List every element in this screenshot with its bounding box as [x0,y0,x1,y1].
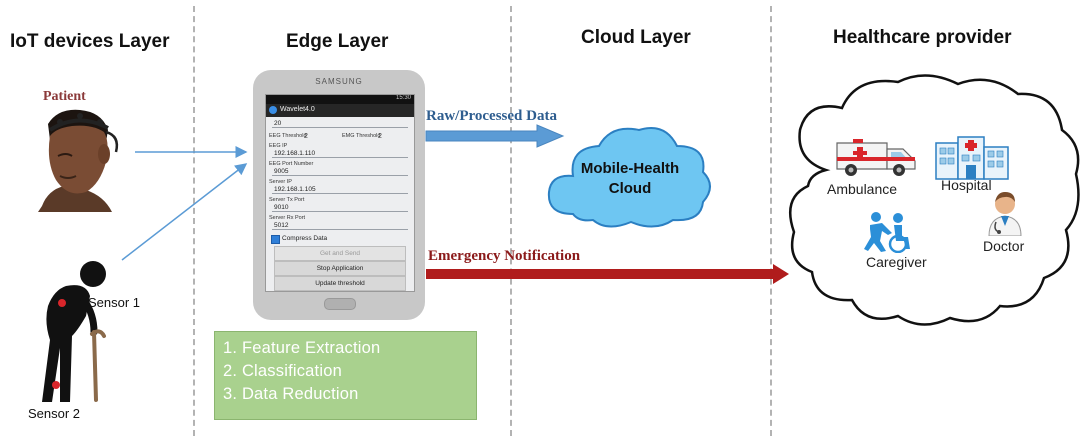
mobile-health-cloud-icon [547,127,711,228]
caregiver-label: Caregiver [866,254,927,270]
get-and-send-button[interactable]: Get and Send [274,246,406,261]
healthcare-cloud-outline [789,74,1080,326]
hospital-label: Hospital [941,177,992,193]
step-data-reduction: 3. Data Reduction [223,385,359,403]
app-icon [269,106,277,114]
app-title: Wavelet4.0 [280,106,315,113]
sensor-2-dot [52,381,60,389]
phone-home-button[interactable] [324,298,356,310]
compress-data-checkbox[interactable] [271,235,280,244]
eeg-threshold-value[interactable]: 2 [304,133,308,140]
healthcare-layer-title: Healthcare provider [833,27,1012,48]
eeg-ip-field[interactable]: 192.168.1.110 [272,150,408,158]
doctor-label: Doctor [983,238,1025,254]
doctor-icon [988,192,1022,236]
elderly-person-icon [42,261,106,402]
eeg-port-label: EEG Port Number [269,161,314,167]
emg-threshold-label: EMG Threshold [342,133,381,139]
patient-label: Patient [43,89,86,104]
divider-edge-cloud [510,6,512,436]
update-threshold-button[interactable]: Update threshold [274,276,406,291]
edge-steps-box: 1. Feature Extraction 2. Classification … [214,331,477,420]
status-time: 15:30 [395,95,411,101]
iot-layer-title: IoT devices Layer [10,31,170,52]
step-feature-extraction: 1. Feature Extraction [223,339,381,357]
step-classification: 2. Classification [223,362,342,380]
top-value-field[interactable]: 20 [272,120,408,128]
emergency-label: Emergency Notification [428,248,581,264]
server-rx-field[interactable]: 5012 [272,222,408,230]
stop-application-button[interactable]: Stop Application [274,261,406,276]
eeg-ip-label: EEG IP [269,143,288,149]
divider-cloud-healthcare [770,6,772,436]
sensor-2-label: Sensor 2 [28,406,81,421]
server-ip-label: Server IP [269,179,292,185]
server-tx-label: Server Tx Port [269,197,305,203]
cloud-label-line2: Cloud [608,180,652,197]
cloud-label-line1: Mobile-Health [580,160,680,177]
eeg-threshold-label: EEG Threshold [269,133,307,139]
raw-data-arrow [425,124,565,148]
sensor-1-dot [58,299,66,307]
phone-screen: 15:30 Wavelet4.0 20 EEG Threshold 2 EMG … [265,94,415,292]
emergency-arrow [426,264,789,284]
hospital-icon [935,136,1009,180]
sensor-1-label: Sensor 1 [88,295,141,310]
server-rx-label: Server Rx Port [269,215,306,221]
emg-threshold-value[interactable]: 2 [378,133,382,140]
ambulance-icon [836,139,916,176]
edge-layer-title: Edge Layer [286,31,389,52]
patient-head-icon [38,109,119,212]
server-tx-field[interactable]: 9010 [272,204,408,212]
phone-statusbar: 15:30 [266,95,414,104]
smartphone: SAMSUNG 15:30 Wavelet4.0 20 EEG Threshol… [253,70,425,320]
cloud-layer-title: Cloud Layer [581,27,691,48]
caregiver-icon [864,212,910,253]
server-ip-field[interactable]: 192.168.1.105 [272,186,408,194]
compress-data-label: Compress Data [282,235,328,242]
divider-iot-edge [193,6,195,436]
phone-appbar: Wavelet4.0 [266,104,414,117]
phone-brand: SAMSUNG [315,77,363,86]
raw-data-label: Raw/Processed Data [426,108,557,124]
ambulance-label: Ambulance [827,181,898,197]
eeg-port-field[interactable]: 9005 [272,168,408,176]
